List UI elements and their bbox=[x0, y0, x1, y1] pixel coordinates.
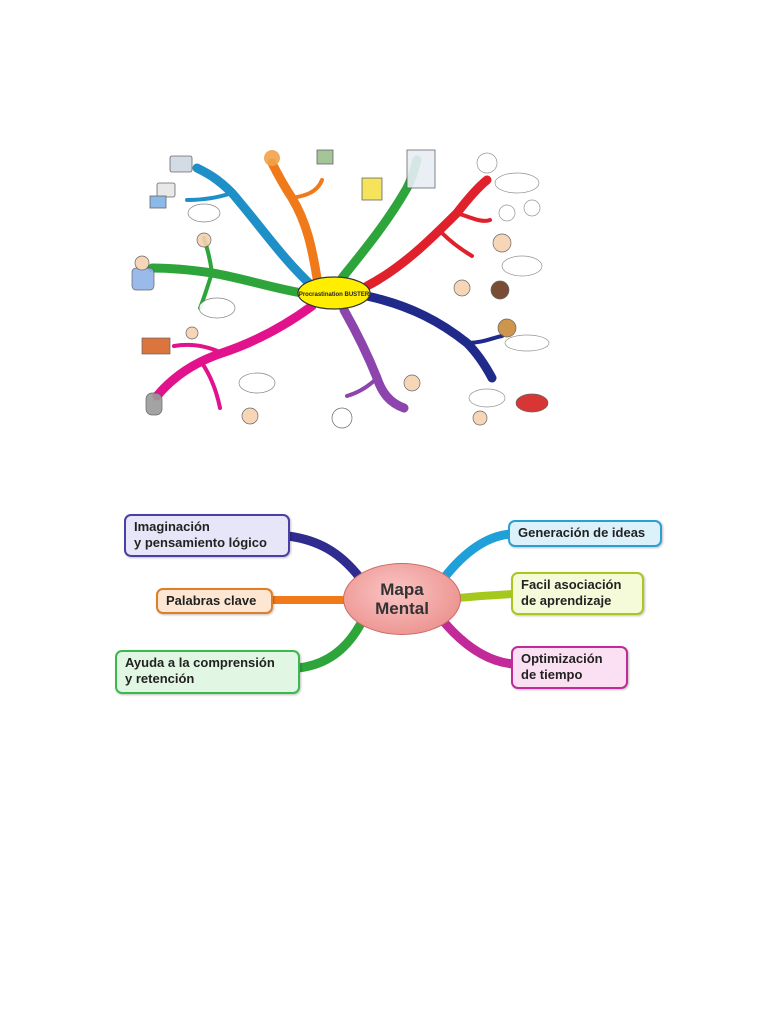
procrastination-mind-map: Procrastination BUSTER bbox=[112, 138, 560, 438]
node-ayuda-comprension: Ayuda a la comprensión y retención bbox=[115, 650, 300, 694]
connector-generacion bbox=[439, 529, 515, 583]
connector-imaginacion bbox=[283, 531, 365, 583]
branch-orange bbox=[267, 158, 322, 283]
branch-green-left bbox=[147, 263, 307, 298]
mapa-mental-diagram: Mapa Mental Imaginación y pensamiento ló… bbox=[108, 500, 668, 710]
branch-magenta bbox=[152, 301, 317, 401]
node-facil-asociacion: Facil asociación de aprendizaje bbox=[511, 572, 644, 615]
branch-navy bbox=[362, 291, 497, 383]
node-palabras-clave: Palabras clave bbox=[156, 588, 273, 614]
connector-optimizacion bbox=[439, 617, 518, 669]
central-topic-shape bbox=[297, 276, 371, 310]
connector-facil bbox=[454, 590, 517, 602]
mapa-mental-connectors bbox=[269, 529, 518, 673]
node-generacion-ideas: Generación de ideas bbox=[508, 520, 662, 547]
connector-ayuda bbox=[293, 620, 365, 673]
procrastination-mind-map-graphic: Procrastination BUSTER bbox=[131, 149, 550, 429]
node-imaginacion: Imaginación y pensamiento lógico bbox=[124, 514, 290, 557]
branch-teal bbox=[192, 163, 317, 291]
clipart-illustrations bbox=[131, 149, 550, 429]
node-optimizacion-tiempo: Optimización de tiempo bbox=[511, 646, 628, 689]
central-topic-label: Procrastination BUSTER bbox=[299, 292, 370, 298]
mapa-mental-center: Mapa Mental bbox=[343, 563, 461, 635]
branch-red bbox=[362, 175, 492, 291]
